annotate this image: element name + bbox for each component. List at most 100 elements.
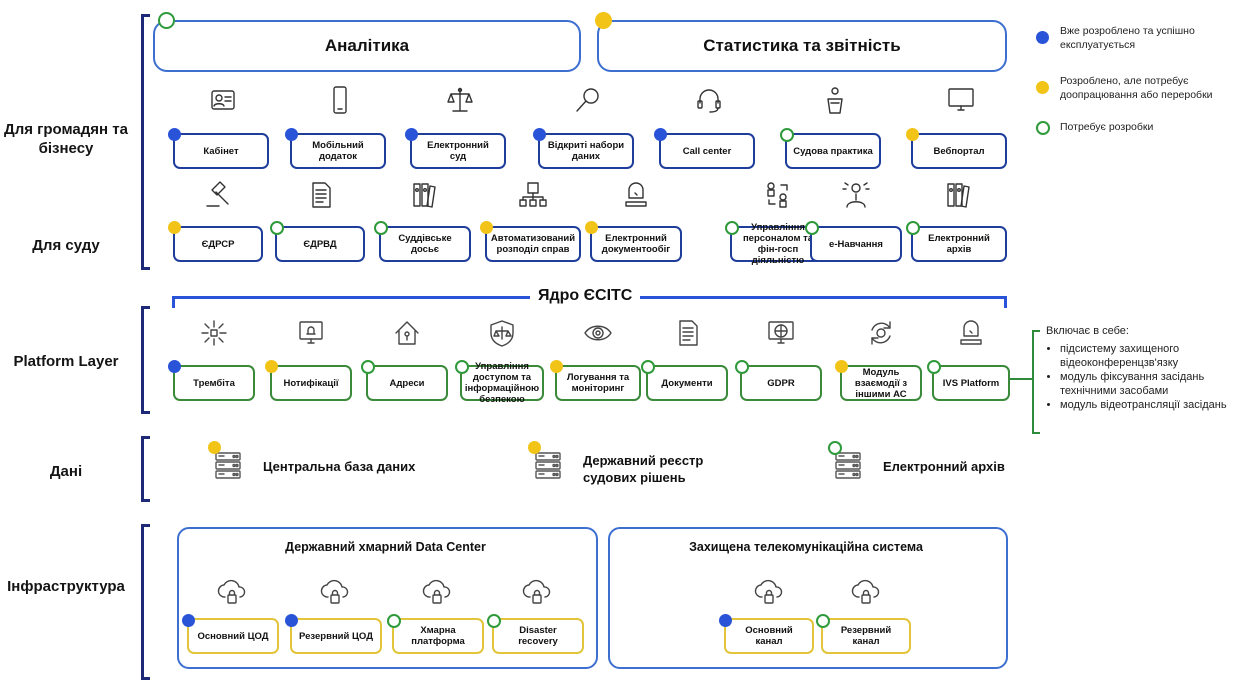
court-module-status-dot: [906, 221, 920, 235]
module-label: Автоматизований розподіл справ: [490, 233, 576, 255]
citizen-module-status-dot: [780, 128, 794, 142]
core-module-status-dot: [455, 360, 469, 374]
data-store-label[interactable]: Електронний архів: [883, 459, 1005, 474]
module-label: Основний ЦОД: [197, 630, 269, 642]
binders-icon: [944, 180, 974, 210]
cloud-lock-icon: [754, 578, 784, 608]
analytics-status-dot: [158, 12, 175, 29]
datacenter-item[interactable]: Disaster recovery: [492, 618, 584, 654]
citizen-module[interactable]: Кабінет: [173, 133, 269, 169]
bracket-platform: [141, 306, 150, 414]
datacenter-item-status-dot: [285, 614, 298, 627]
module-label: ЄДРВД: [303, 238, 337, 250]
core-module[interactable]: Модуль взаємодії з іншими АС: [840, 365, 922, 401]
citizen-module-status-dot: [168, 128, 181, 141]
core-module[interactable]: GDPR: [740, 365, 822, 401]
includes-item: модуль відеотрансляції засідань: [1060, 398, 1236, 412]
core-module-status-dot: [735, 360, 749, 374]
core-module[interactable]: Управління доступом та інформаційною без…: [460, 361, 544, 405]
court-module[interactable]: Суддівське досьє: [379, 226, 471, 262]
court-module[interactable]: Електронний архів: [911, 226, 1007, 262]
monitor-icon: [946, 85, 976, 115]
module-label: IVS Platform: [942, 377, 1000, 389]
cloud-lock-icon: [422, 578, 452, 608]
module-label: Адреси: [389, 377, 425, 389]
module-label: Електронний суд: [427, 140, 489, 162]
includes-title: Включає в себе:: [1046, 325, 1129, 337]
datacenter-item[interactable]: Основний ЦОД: [187, 618, 279, 654]
module-label: Модуль взаємодії з іншими АС: [854, 366, 908, 400]
core-module[interactable]: Логування та моніторинг: [555, 365, 641, 401]
analytics-box: Аналітика: [153, 20, 581, 72]
citizen-module-status-dot: [654, 128, 667, 141]
module-label: е-Навчання: [829, 238, 883, 250]
bracket-applications: [141, 14, 150, 270]
podium-icon: [820, 85, 850, 115]
statistics-status-dot: [595, 12, 612, 29]
court-module[interactable]: ЄДРСР: [173, 226, 263, 262]
binders-icon: [410, 180, 440, 210]
includes-block: Включає в себе: підсистему захищеного ві…: [1046, 324, 1236, 412]
court-module-status-dot: [725, 221, 739, 235]
module-label: Електронний документообіг: [601, 233, 671, 255]
row-label-data: Дані: [49, 463, 83, 480]
module-label: Мобільний додаток: [312, 140, 364, 162]
court-module-status-dot: [168, 221, 181, 234]
legend-yellow-text: Розроблено, але потребує доопрацювання а…: [1060, 75, 1213, 101]
includes-connector: [1008, 378, 1032, 380]
telecom-item[interactable]: Основний канал: [724, 618, 814, 654]
bracket-data: [141, 436, 150, 502]
document-icon: [672, 318, 702, 348]
module-label: ЄДРСР: [201, 238, 235, 250]
court-module[interactable]: е-Навчання: [810, 226, 902, 262]
core-module[interactable]: Нотифікації: [270, 365, 352, 401]
citizen-module[interactable]: Судова практика: [785, 133, 881, 169]
statistics-box: Статистика та звітність: [597, 20, 1007, 72]
document-icon: [305, 180, 335, 210]
core-title: Ядро ЄСІТС: [530, 287, 641, 305]
statistics-label: Статистика та звітність: [703, 36, 901, 55]
citizen-module[interactable]: Електронний суд: [410, 133, 506, 169]
core-module-status-dot: [927, 360, 941, 374]
module-label: Відкриті набори даних: [547, 140, 625, 162]
court-module[interactable]: Автоматизований розподіл справ: [485, 226, 581, 262]
citizen-module[interactable]: Мобільний додаток: [290, 133, 386, 169]
core-module[interactable]: Документи: [646, 365, 728, 401]
server-icon: [833, 450, 863, 480]
module-label: GDPR: [767, 377, 795, 389]
module-label: Call center: [682, 145, 732, 157]
module-label: Електронний архів: [928, 233, 990, 255]
telecom-item[interactable]: Резервний канал: [821, 618, 911, 654]
telecom-item-status-dot: [816, 614, 830, 628]
teacher-icon: [841, 180, 871, 210]
module-label: Трембіта: [193, 377, 235, 389]
core-module-status-dot: [550, 360, 563, 373]
cloud-lock-icon: [522, 578, 552, 608]
citizen-module-status-dot: [405, 128, 418, 141]
eye-icon: [583, 318, 613, 348]
citizen-module[interactable]: Відкриті набори даних: [538, 133, 634, 169]
court-module-status-dot: [270, 221, 284, 235]
module-label: Управління доступом та інформаційною без…: [464, 361, 540, 405]
core-module[interactable]: Трембіта: [173, 365, 255, 401]
citizen-module[interactable]: Вебпортал: [911, 133, 1007, 169]
core-module[interactable]: Адреси: [366, 365, 448, 401]
datacenter-item[interactable]: Резервний ЦОД: [290, 618, 382, 654]
includes-list: підсистему захищеного відеоконференцзв'я…: [1046, 342, 1236, 412]
court-module[interactable]: ЄДРВД: [275, 226, 365, 262]
datacenter-item[interactable]: Хмарна платформа: [392, 618, 484, 654]
includes-item: модуль фіксування засідань технічними за…: [1060, 370, 1236, 398]
data-store-label[interactable]: Центральна база даних: [263, 459, 416, 474]
cloud-lock-icon: [217, 578, 247, 608]
telecom-item-status-dot: [719, 614, 732, 627]
data-store-label[interactable]: Державний реєстр судових рішень: [583, 453, 704, 485]
phone-icon: [325, 85, 355, 115]
datacenter-item-status-dot: [387, 614, 401, 628]
citizen-module[interactable]: Call center: [659, 133, 755, 169]
core-module-status-dot: [835, 360, 848, 373]
shield-icon: [487, 318, 517, 348]
core-module[interactable]: IVS Platform: [932, 365, 1010, 401]
court-module-status-dot: [585, 221, 598, 234]
court-module[interactable]: Електронний документообіг: [590, 226, 682, 262]
row-label-citizens: Для громадян та бізнесу: [4, 121, 128, 157]
